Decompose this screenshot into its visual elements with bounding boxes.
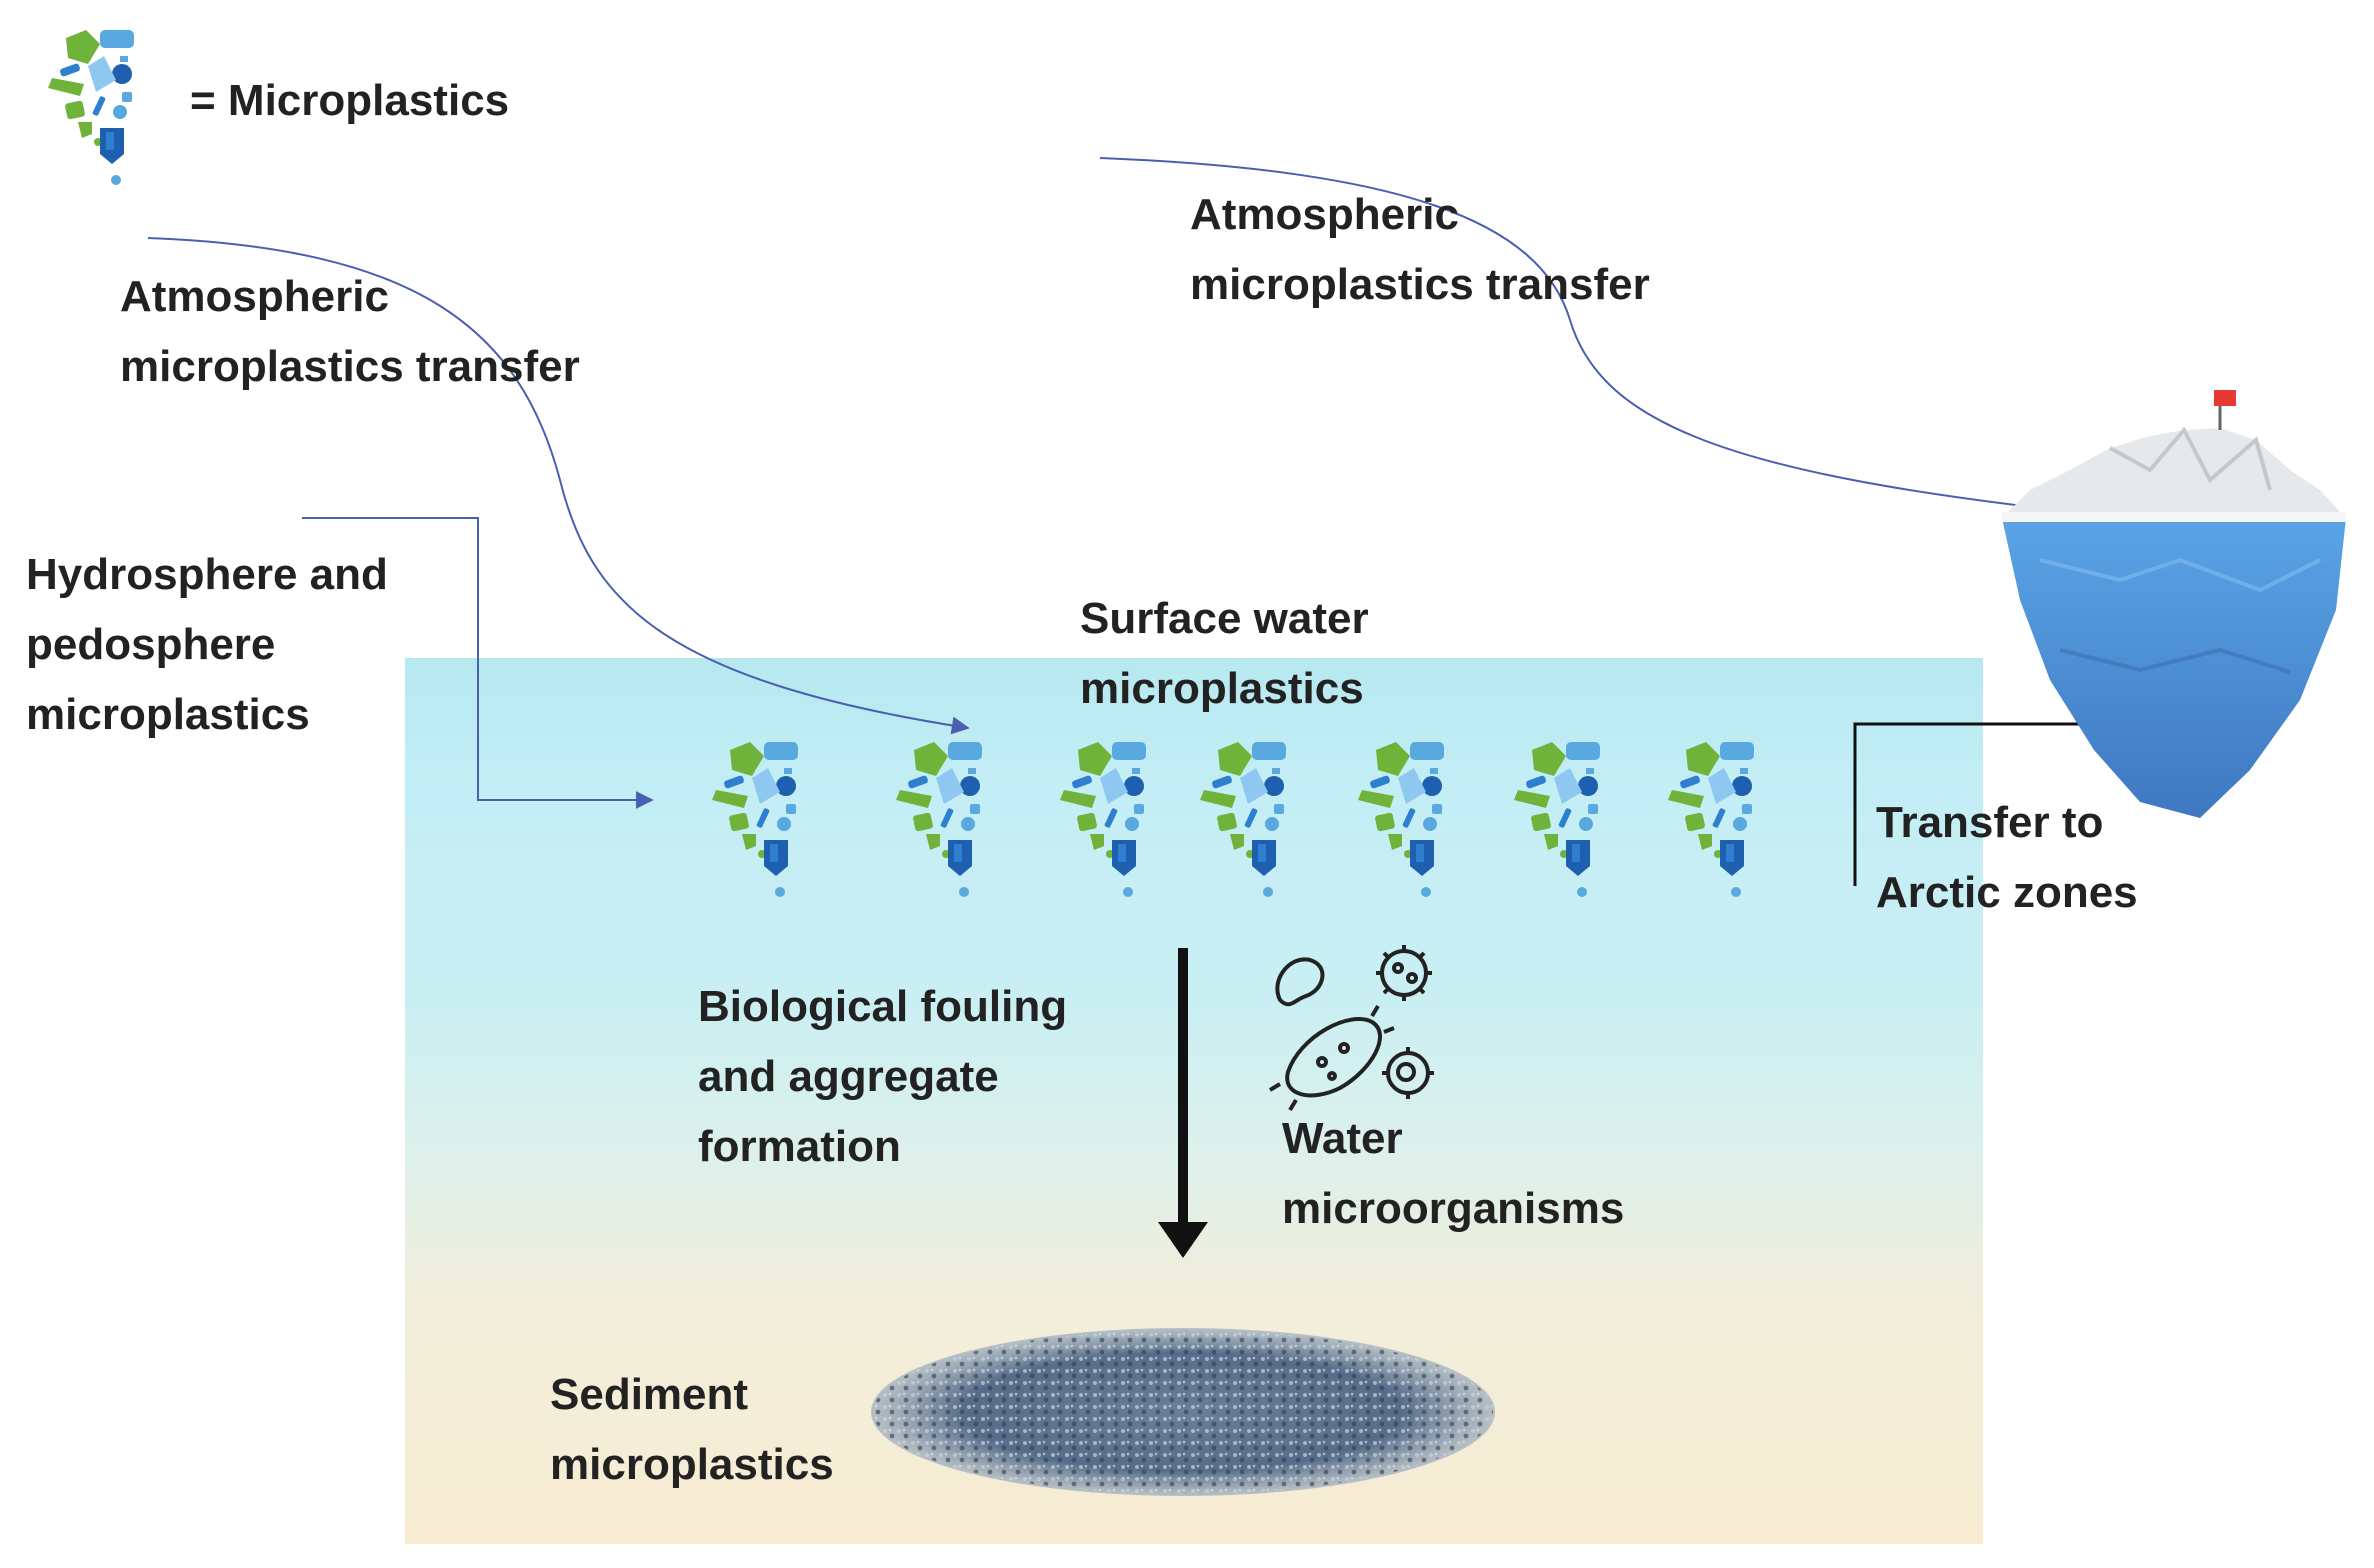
- virus-small-icon: [1382, 1047, 1434, 1099]
- surface-microplastics-row: [712, 742, 1754, 897]
- biological-fouling-line-1: Biological fouling: [698, 982, 1068, 1031]
- surface-water-line-2: microplastics: [1080, 664, 1364, 713]
- bacteria-icon: [1275, 957, 1325, 1007]
- atmospheric-transfer-left-line-1: Atmospheric: [120, 272, 389, 321]
- sinking-arrow-head: [1158, 1222, 1208, 1258]
- hydrosphere-line-3: microplastics: [26, 690, 310, 739]
- atmospheric-transfer-left-label: Atmospheric microplastics transfer: [120, 262, 580, 402]
- arctic-transfer-label: Transfer to Arctic zones: [1876, 788, 2138, 928]
- water-microorganisms-line-1: Water: [1282, 1114, 1403, 1163]
- sediment-line-2: microplastics: [550, 1440, 834, 1489]
- surface-microplastic-icon-5: [1358, 742, 1444, 897]
- water-microorganisms-line-2: microorganisms: [1282, 1184, 1625, 1233]
- biological-fouling-line-3: formation: [698, 1122, 901, 1171]
- microorganisms-icon-group: [1268, 945, 1434, 1112]
- hydrosphere-line-1: Hydrosphere and: [26, 550, 388, 599]
- surface-water-line-1: Surface water: [1080, 594, 1369, 643]
- surface-microplastic-icon-7: [1668, 742, 1754, 897]
- hydrosphere-transfer-arrow: [302, 517, 654, 809]
- atmospheric-transfer-arrow-left: [147, 237, 970, 735]
- sediment-patch: [871, 1328, 1495, 1496]
- biological-fouling-label: Biological fouling and aggregate formati…: [698, 972, 1067, 1182]
- atmospheric-transfer-right-line-2: microplastics transfer: [1190, 260, 1650, 309]
- atmospheric-transfer-right-line-1: Atmospheric: [1190, 190, 1459, 239]
- surface-microplastic-icon-6: [1514, 742, 1600, 897]
- atmospheric-transfer-right-label: Atmospheric microplastics transfer: [1190, 180, 1650, 320]
- flag-icon: [2214, 390, 2236, 406]
- legend-label: = Microplastics: [190, 76, 510, 125]
- virus-icon: [1376, 945, 1432, 1001]
- surface-microplastic-icon-4: [1200, 742, 1286, 897]
- arctic-transfer-line-1: Transfer to: [1876, 798, 2104, 847]
- surface-microplastic-icon-3: [1060, 742, 1146, 897]
- surface-microplastic-icon-2: [896, 742, 982, 897]
- surface-water-label: Surface water microplastics: [1080, 584, 1369, 724]
- water-microorganisms-label: Water microorganisms: [1282, 1104, 1624, 1244]
- arctic-transfer-line-2: Arctic zones: [1876, 868, 2138, 917]
- iceberg-icon: [2002, 390, 2346, 818]
- bacteria-large-icon: [1268, 1004, 1395, 1112]
- legend-microplastics-icon: [48, 30, 134, 185]
- atmospheric-transfer-arrow-right: [1099, 157, 2042, 516]
- biological-fouling-line-2: and aggregate: [698, 1052, 999, 1101]
- hydrosphere-label: Hydrosphere and pedosphere microplastics: [26, 540, 388, 750]
- sediment-label: Sediment microplastics: [550, 1360, 834, 1500]
- hydrosphere-line-2: pedosphere: [26, 620, 276, 669]
- atmospheric-transfer-left-line-2: microplastics transfer: [120, 342, 580, 391]
- sediment-line-1: Sediment: [550, 1370, 749, 1419]
- surface-microplastic-icon-1: [712, 742, 798, 897]
